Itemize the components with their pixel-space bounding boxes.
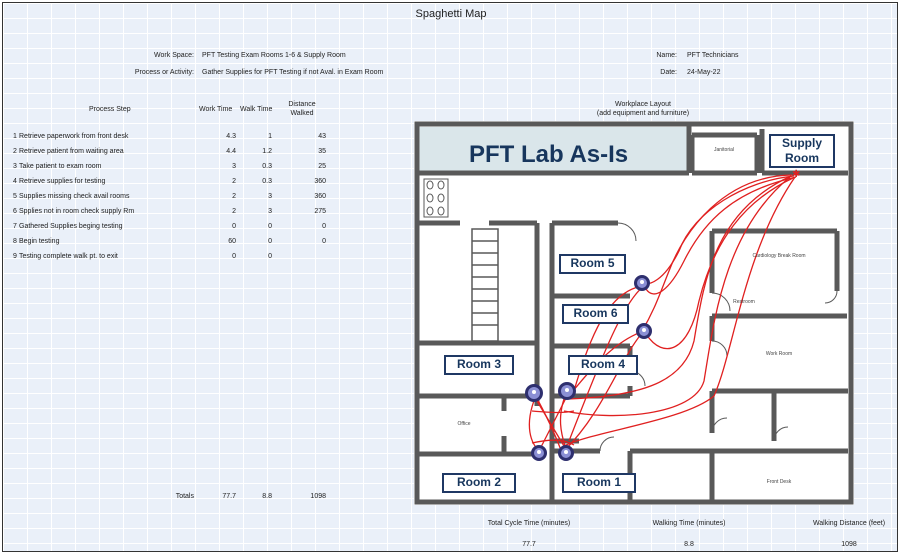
- total-work-time: 77.7: [222, 493, 236, 500]
- room-label-room5[interactable]: Room 5: [559, 254, 626, 274]
- walk-time-cell[interactable]: 0.3: [262, 178, 272, 185]
- work-time-cell[interactable]: 0: [232, 223, 236, 230]
- work-time-cell[interactable]: 2: [232, 208, 236, 215]
- total-walk-time: 8.8: [262, 493, 272, 500]
- total-distance: 1098: [310, 493, 326, 500]
- column-header-walk-time: Walk Time: [240, 106, 273, 113]
- step-number[interactable]: 9: [13, 253, 17, 260]
- step-number[interactable]: 7: [13, 223, 17, 230]
- walk-time-cell[interactable]: 0.3: [262, 163, 272, 170]
- process-label: Process or Activity:: [134, 69, 194, 76]
- totals-label: Totals: [175, 493, 194, 500]
- room-label-room1[interactable]: Room 1: [562, 473, 636, 493]
- distance-cell[interactable]: 43: [318, 133, 326, 140]
- step-number[interactable]: 1: [13, 133, 17, 140]
- step-description[interactable]: Retrieve supplies for testing: [19, 178, 106, 185]
- step-number[interactable]: 8: [13, 238, 17, 245]
- work-time-cell[interactable]: 2: [232, 193, 236, 200]
- distance-cell[interactable]: 25: [318, 163, 326, 170]
- distance-cell[interactable]: 0: [322, 223, 326, 230]
- column-header-step: Process Step: [89, 106, 131, 113]
- walking-time-value: 8.8: [684, 541, 694, 548]
- walking-distance-label: Walking Distance (feet): [812, 520, 886, 527]
- process-value[interactable]: Gather Supplies for PFT Testing if not A…: [202, 69, 384, 76]
- sheet-title: Spaghetti Map: [415, 8, 487, 20]
- layout-subheading: (add equipment and furniture): [596, 110, 690, 117]
- svg-text:✱: ✱: [792, 169, 800, 180]
- step-number[interactable]: 3: [13, 163, 17, 170]
- walking-paths: [528, 174, 797, 454]
- step-description[interactable]: Supplies missing check avail rooms: [19, 193, 130, 200]
- floor-plan: ✱ PFT Lab As-Is Supply Room Room 5 Room …: [414, 121, 854, 505]
- date-label: Date:: [660, 69, 677, 76]
- work-time-cell[interactable]: 3: [232, 163, 236, 170]
- distance-cell[interactable]: 35: [318, 148, 326, 155]
- work-time-cell[interactable]: 4.4: [226, 148, 236, 155]
- label-work-room: Work Room: [765, 351, 793, 357]
- work-time-cell[interactable]: 0: [232, 253, 236, 260]
- step-description[interactable]: Gathered Supplies beging testing: [19, 223, 123, 230]
- room-label-room4[interactable]: Room 4: [568, 355, 638, 375]
- person-markers: ✱: [525, 169, 800, 461]
- column-header-work-time: Work Time: [199, 106, 233, 113]
- walk-time-cell[interactable]: 0: [268, 238, 272, 245]
- walk-time-cell[interactable]: 3: [268, 208, 272, 215]
- cycle-time-value: 77.7: [522, 541, 536, 548]
- floor-plan-drawing: ✱: [414, 121, 854, 505]
- distance-cell[interactable]: 360: [314, 193, 326, 200]
- walk-time-cell[interactable]: 3: [268, 193, 272, 200]
- map-title: PFT Lab As-Is: [469, 141, 629, 168]
- distance-cell[interactable]: 0: [322, 238, 326, 245]
- column-header-walked: Walked: [290, 110, 314, 117]
- step-description[interactable]: Testing complete walk pt. to exit: [19, 253, 118, 260]
- workspace-label: Work Space:: [154, 52, 194, 59]
- step-description[interactable]: Retrieve paperwork from front desk: [19, 133, 129, 140]
- walk-time-cell[interactable]: 1.2: [262, 148, 272, 155]
- walking-distance-value: 1098: [841, 541, 857, 548]
- workspace-value[interactable]: PFT Testing Exam Rooms 1-6 & Supply Room: [202, 52, 346, 59]
- walking-time-label: Walking Time (minutes): [652, 520, 726, 527]
- step-description[interactable]: Spplies not in room check supply Rm: [19, 208, 135, 215]
- name-label: Name:: [656, 52, 677, 59]
- date-value[interactable]: 24-May-22: [687, 69, 721, 76]
- step-description[interactable]: Begin testing: [19, 238, 60, 245]
- walk-time-cell[interactable]: 0: [268, 253, 272, 260]
- work-time-cell[interactable]: 2: [232, 178, 236, 185]
- step-description[interactable]: Take patient to exam room: [19, 163, 102, 170]
- step-number[interactable]: 6: [13, 208, 17, 215]
- step-number[interactable]: 2: [13, 148, 17, 155]
- room-label-room6[interactable]: Room 6: [562, 304, 629, 324]
- column-header-distance: Distance: [288, 101, 316, 108]
- stairs: [471, 228, 499, 342]
- label-cardiology: Cardiology Break Room: [752, 253, 806, 259]
- room-label-room2[interactable]: Room 2: [442, 473, 516, 493]
- cycle-time-label: Total Cycle Time (minutes): [487, 520, 571, 527]
- distance-cell[interactable]: 275: [314, 208, 326, 215]
- restroom-fixtures: [423, 178, 449, 218]
- work-time-cell[interactable]: 4.3: [226, 133, 236, 140]
- room-label-supply[interactable]: Supply Room: [769, 134, 835, 168]
- layout-heading: Workplace Layout: [615, 101, 671, 108]
- step-number[interactable]: 4: [13, 178, 17, 185]
- label-office: Office: [457, 421, 471, 427]
- label-front-desk: Front Desk: [766, 479, 792, 485]
- room-label-room3[interactable]: Room 3: [444, 355, 514, 375]
- name-value[interactable]: PFT Technicians: [687, 52, 739, 59]
- work-time-cell[interactable]: 60: [228, 238, 236, 245]
- map-title-area: [419, 127, 689, 173]
- step-number[interactable]: 5: [13, 193, 17, 200]
- label-restroom: Restroom: [733, 299, 755, 305]
- distance-cell[interactable]: 360: [314, 178, 326, 185]
- walk-time-cell[interactable]: 0: [268, 223, 272, 230]
- label-janitorial: Janitorial: [713, 147, 734, 153]
- step-description[interactable]: Retrieve patient from waiting area: [19, 148, 124, 155]
- walk-time-cell[interactable]: 1: [268, 133, 272, 140]
